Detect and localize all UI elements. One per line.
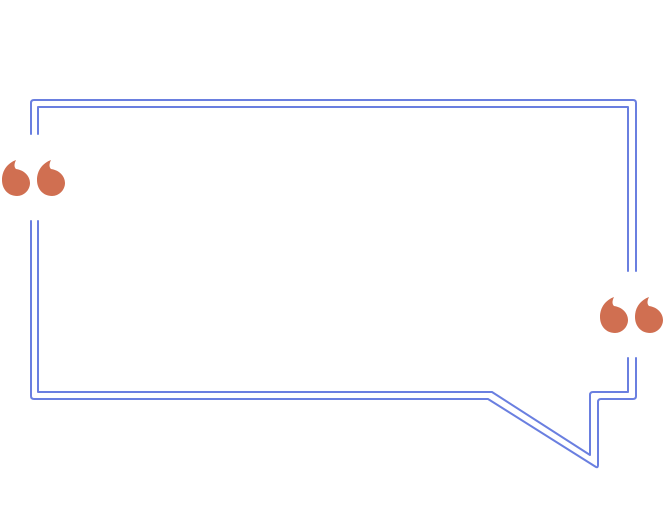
bubble-outer-border-bottom bbox=[30, 220, 637, 469]
bubble-inner-border-bottom bbox=[37, 220, 629, 456]
opening-quote-left-mark bbox=[2, 160, 30, 196]
speech-bubble-outline bbox=[30, 99, 637, 469]
closing-quote-right-mark bbox=[635, 297, 663, 333]
bubble-inner-border bbox=[37, 106, 629, 272]
bubble-outer-border bbox=[30, 99, 637, 272]
closing-quote-icon bbox=[600, 297, 663, 333]
opening-quote-icon bbox=[2, 160, 65, 196]
opening-quote-right-mark bbox=[37, 160, 65, 196]
closing-quote-left-mark bbox=[600, 297, 628, 333]
